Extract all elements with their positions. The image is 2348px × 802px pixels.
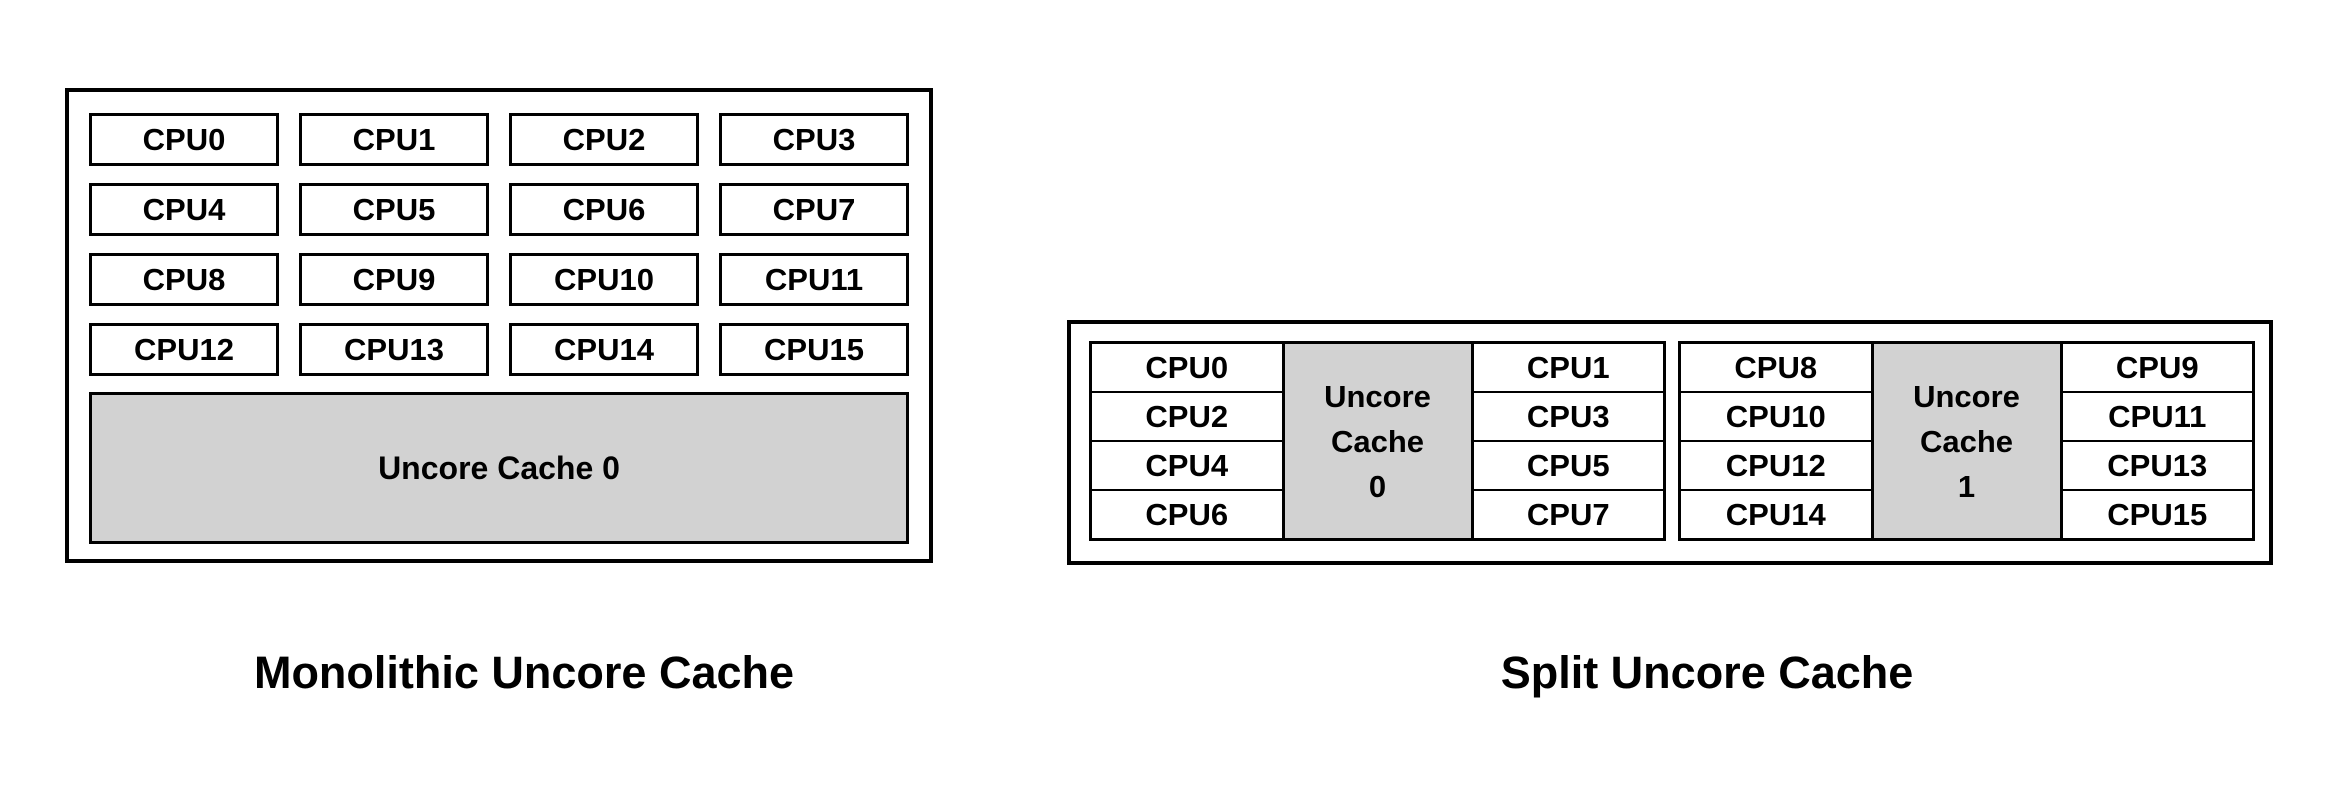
monolithic-cpu-grid: CPU0 CPU1 CPU2 CPU3 CPU4 CPU5 CPU6 CPU7 … (89, 113, 909, 376)
monolithic-package-box: CPU0 CPU1 CPU2 CPU3 CPU4 CPU5 CPU6 CPU7 … (65, 88, 933, 563)
cpu-cell: CPU14 (1681, 489, 1871, 538)
cache-label-line: Uncore (1324, 378, 1431, 414)
split-cluster-1: CPU8 CPU10 CPU12 CPU14 Uncore Cache 1 CP… (1678, 341, 2255, 541)
cpu-cell: CPU9 (2115, 350, 2199, 385)
cpu-box: CPU1 (299, 113, 489, 166)
cpu-box: CPU13 (299, 323, 489, 376)
cpu-box: CPU10 (509, 253, 699, 306)
uncore-cache-1-split-box: Uncore Cache 1 (1870, 341, 2063, 541)
monolithic-caption: Monolithic Uncore Cache (253, 647, 795, 698)
split-package-box: CPU0 CPU2 CPU4 CPU6 Uncore Cache 0 CPU1 … (1067, 320, 2273, 565)
cpu-box: CPU11 (719, 253, 909, 306)
cpu-cell: CPU13 (2062, 440, 2252, 489)
cache-label-line: Cache (1919, 423, 2014, 459)
cache-label-line: 1 (1957, 468, 1976, 504)
cpu-cell: CPU4 (1092, 440, 1282, 489)
cpu-cell: CPU10 (1681, 391, 1871, 440)
cluster0-left-cpu-column: CPU0 CPU2 CPU4 CPU6 (1089, 341, 1285, 541)
cpu-cell: CPU0 (1145, 350, 1229, 385)
cpu-box: CPU3 (719, 113, 909, 166)
cache-label-line: 0 (1368, 468, 1387, 504)
cpu-box: CPU12 (89, 323, 279, 376)
cpu-box: CPU8 (89, 253, 279, 306)
cluster0-right-cpu-column: CPU1 CPU3 CPU5 CPU7 (1470, 341, 1666, 541)
cpu-box: CPU4 (89, 183, 279, 236)
cpu-cell: CPU8 (1734, 350, 1818, 385)
cpu-box: CPU0 (89, 113, 279, 166)
cpu-cell: CPU3 (1473, 391, 1663, 440)
uncore-cache-0-box: Uncore Cache 0 (89, 392, 909, 544)
cpu-cell: CPU7 (1473, 489, 1663, 538)
cache-label-line: Cache (1330, 423, 1425, 459)
cpu-cell: CPU2 (1092, 391, 1282, 440)
cpu-box: CPU7 (719, 183, 909, 236)
cpu-box: CPU9 (299, 253, 489, 306)
cpu-cell: CPU15 (2062, 489, 2252, 538)
cpu-cell: CPU5 (1473, 440, 1663, 489)
split-cluster-0: CPU0 CPU2 CPU4 CPU6 Uncore Cache 0 CPU1 … (1089, 341, 1666, 541)
cpu-box: CPU15 (719, 323, 909, 376)
cpu-cell: CPU1 (1526, 350, 1610, 385)
cluster1-right-cpu-column: CPU9 CPU11 CPU13 CPU15 (2059, 341, 2255, 541)
cpu-box: CPU6 (509, 183, 699, 236)
uncore-cache-0-split-box: Uncore Cache 0 (1281, 341, 1474, 541)
cpu-box: CPU14 (509, 323, 699, 376)
cpu-cell: CPU12 (1681, 440, 1871, 489)
cluster1-left-cpu-column: CPU8 CPU10 CPU12 CPU14 (1678, 341, 1874, 541)
cache-label-line: Uncore (1913, 378, 2020, 414)
cpu-cell: CPU11 (2062, 391, 2252, 440)
cpu-box: CPU2 (509, 113, 699, 166)
cpu-box: CPU5 (299, 183, 489, 236)
split-caption: Split Uncore Cache (1500, 647, 1914, 698)
cpu-cell: CPU6 (1092, 489, 1282, 538)
